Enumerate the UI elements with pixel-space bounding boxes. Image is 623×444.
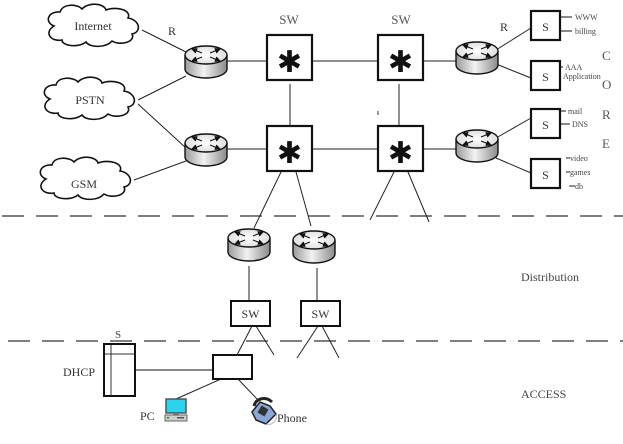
server-video-games-db: S video games db	[529, 154, 590, 191]
server-mail-dns: S mail DNS	[529, 107, 588, 140]
switch-asterisk-icon: ✱	[277, 136, 302, 171]
switch-asterisk-icon: ✱	[277, 45, 302, 80]
server-label: S	[542, 70, 549, 84]
core-switch-2-label: SW	[391, 12, 411, 27]
distribution-switch-2: SW	[300, 300, 341, 327]
edge-router-label: R	[168, 24, 176, 38]
cloud-gsm: GSM	[39, 156, 132, 201]
cloud-internet: Internet	[47, 3, 140, 48]
service-www: WWW	[575, 13, 598, 22]
server-router-top	[456, 42, 498, 74]
edge-router-bottom	[185, 134, 227, 166]
core-letter-e: E	[602, 136, 610, 151]
service-games: games	[570, 168, 590, 177]
dhcp-server-label: S	[115, 329, 121, 341]
zone-label-access: ACCESS	[521, 387, 566, 401]
core-letter-o: O	[602, 77, 611, 92]
distribution-router-1	[228, 229, 270, 261]
access-switch	[212, 354, 253, 380]
cloud-gsm-label: GSM	[71, 177, 97, 191]
pc-label: PC	[140, 409, 155, 423]
core-switch-4: ✱	[376, 124, 425, 173]
pc-icon	[164, 398, 188, 422]
switch-asterisk-icon: ✱	[388, 136, 413, 171]
edge-router-top	[185, 46, 227, 78]
distribution-router-2	[293, 231, 335, 263]
core-switch-1: ✱	[265, 33, 314, 82]
server-aaa-application: S AAA Application	[529, 59, 601, 92]
service-video: video	[570, 154, 588, 163]
server-label: S	[542, 168, 549, 182]
links	[133, 16, 575, 401]
core-switch-3: ✱	[265, 124, 314, 173]
core-letter-r: R	[602, 107, 611, 122]
cloud-pstn-label: PSTN	[75, 93, 105, 107]
core-switch-1-label: SW	[279, 12, 299, 27]
service-mail: mail	[568, 107, 583, 116]
dhcp-label: DHCP	[63, 365, 95, 379]
phone-icon	[251, 397, 277, 425]
distribution-switch-2-label: SW	[312, 307, 331, 321]
service-application: Application	[563, 72, 601, 81]
server-router-label: R	[500, 20, 508, 34]
service-billing: billing	[575, 27, 596, 36]
distribution-switch-1-label: SW	[242, 307, 261, 321]
core-letter-c: C	[602, 48, 611, 63]
server-label: S	[542, 118, 549, 132]
cloud-internet-label: Internet	[74, 19, 112, 33]
distribution-switch-1: SW	[230, 300, 271, 327]
server-router-bottom	[456, 130, 498, 162]
core-switch-2: ✱	[376, 33, 425, 82]
service-db: db	[575, 182, 583, 191]
server-label: S	[542, 20, 549, 34]
dhcp-server	[103, 343, 136, 397]
cloud-pstn: PSTN	[43, 76, 136, 121]
phone-label: Phone	[277, 411, 307, 425]
switch-asterisk-icon: ✱	[388, 45, 413, 80]
service-aaa: AAA	[565, 63, 583, 72]
service-dns: DNS	[572, 120, 588, 129]
server-www-billing: S WWW billing	[529, 9, 598, 42]
zone-label-distribution: Distribution	[521, 270, 579, 284]
